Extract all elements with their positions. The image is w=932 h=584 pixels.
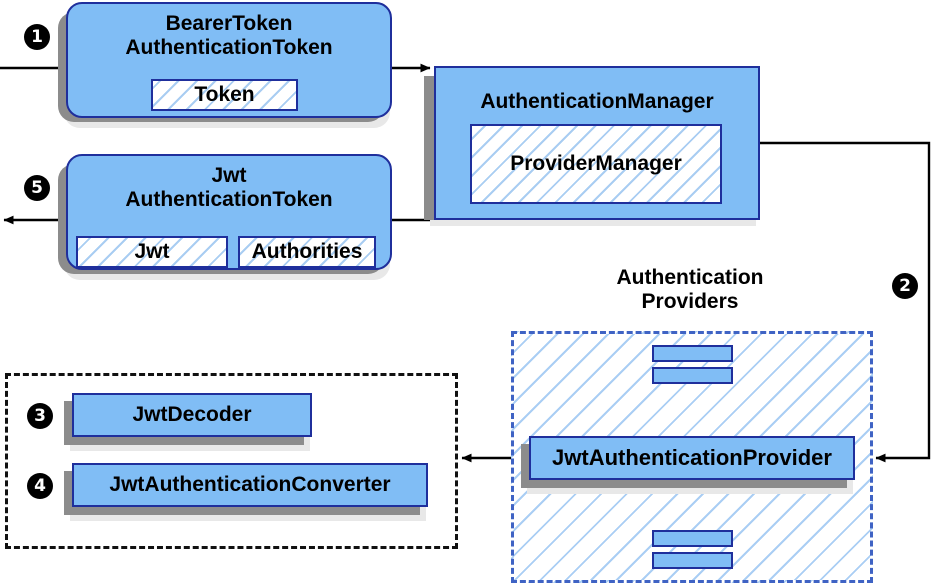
authorities-label: Authorities	[251, 240, 363, 263]
jwt-authentication-provider-node[interactable]: JwtAuthenticationProvider	[529, 436, 855, 480]
jwt-decoder-label: JwtDecoder	[132, 403, 252, 427]
jwt-authentication-converter-node[interactable]: JwtAuthenticationConverter	[72, 463, 428, 507]
bearer-token-title-line1: BearerToken	[165, 12, 293, 35]
provider-manager-panel[interactable]: ProviderManager	[470, 124, 722, 204]
provider-manager-label: ProviderManager	[510, 152, 682, 175]
jwt-authentication-provider-label: JwtAuthenticationProvider	[552, 444, 832, 470]
authentication-manager-label: AuthenticationManager	[480, 90, 714, 113]
authentication-providers-caption-line1: Authentication	[616, 266, 764, 289]
step-badge-3: 3	[27, 403, 53, 429]
jwt-support-group	[5, 373, 458, 549]
step-badge-1: 1	[24, 24, 50, 50]
provider-stub-bottom-2	[652, 552, 733, 569]
step-badge-5-number: 5	[31, 177, 43, 198]
step-badge-4: 4	[27, 473, 53, 499]
step-badge-3-number: 3	[34, 405, 46, 426]
provider-stub-top-2	[652, 367, 733, 384]
authentication-providers-caption-line2: Providers	[641, 289, 739, 313]
jwt-authentication-converter-label: JwtAuthenticationConverter	[109, 473, 391, 497]
provider-stub-bottom-1	[652, 530, 733, 547]
jwt-authentication-token-title-line2: AuthenticationToken	[125, 187, 333, 211]
jwt-panel[interactable]: Jwt	[76, 236, 228, 268]
jwt-decoder-node[interactable]: JwtDecoder	[72, 393, 312, 437]
step-badge-2: 2	[892, 273, 918, 299]
authentication-providers-caption: Authentication Providers	[584, 266, 796, 314]
jwt-authentication-token-title-line1: Jwt	[211, 164, 247, 187]
token-panel[interactable]: Token	[151, 79, 298, 111]
provider-stub-top-1	[652, 345, 733, 362]
authorities-panel[interactable]: Authorities	[238, 236, 376, 268]
bearer-token-title-line2: AuthenticationToken	[125, 35, 333, 59]
token-label: Token	[194, 83, 255, 106]
step-badge-1-number: 1	[31, 26, 43, 47]
jwt-label: Jwt	[134, 240, 170, 263]
step-badge-5: 5	[24, 175, 50, 201]
step-badge-4-number: 4	[34, 475, 46, 496]
step-badge-2-number: 2	[899, 275, 911, 296]
